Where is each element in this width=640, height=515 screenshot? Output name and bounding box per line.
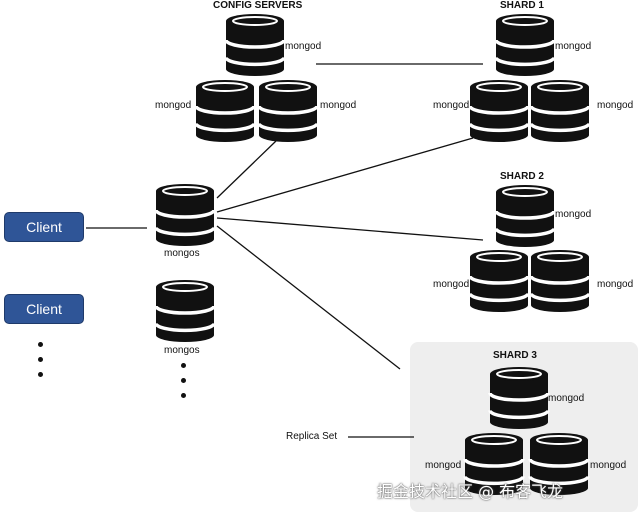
shard-3-title: SHARD 3 <box>493 350 537 361</box>
shard2-db-right <box>529 250 591 312</box>
mongos-db-2 <box>154 280 216 342</box>
config-server-db-left <box>194 80 256 142</box>
mongos-more-dot-2 <box>181 378 186 383</box>
shard3-db-top <box>488 367 550 429</box>
shard3-mongod-label-right: mongod <box>590 460 627 471</box>
shard1-mongod-label-left: mongod <box>433 100 470 111</box>
shard3-mongod-label-top: mongod <box>548 393 585 404</box>
mongos-db-1 <box>154 184 216 246</box>
shard1-db-left <box>468 80 530 142</box>
client-box-2: Client <box>4 294 84 324</box>
shard3-mongod-label-left: mongod <box>425 460 462 471</box>
shard2-db-left <box>468 250 530 312</box>
client-box-1: Client <box>4 212 84 242</box>
line-mongos-to-shard3 <box>216 225 401 370</box>
mongos-label-1: mongos <box>164 248 200 259</box>
replica-set-label: Replica Set <box>286 431 338 442</box>
shard3-db-left <box>463 433 525 495</box>
shard1-db-right <box>529 80 591 142</box>
line-mongos-to-shard2 <box>216 217 484 241</box>
mongos-label-2: mongos <box>164 345 200 356</box>
config-mongod-label-right: mongod <box>320 100 357 111</box>
client-more-dot-1 <box>38 342 43 347</box>
mongos-more-dot-3 <box>181 393 186 398</box>
client-more-dot-2 <box>38 357 43 362</box>
shard2-db-top <box>494 185 556 247</box>
watermark: 掘金技术社区 @ 布客飞龙 <box>377 482 564 501</box>
shard2-mongod-label-left: mongod <box>433 279 470 290</box>
shard3-db-right <box>528 433 590 495</box>
shard2-mongod-label-right: mongod <box>597 279 634 290</box>
config-mongod-label-left: mongod <box>155 100 192 111</box>
client-more-dot-3 <box>38 372 43 377</box>
line-mongos-to-shard1 <box>216 137 474 213</box>
shard1-mongod-label-top: mongod <box>555 41 592 52</box>
shard2-mongod-label-top: mongod <box>555 209 592 220</box>
config-server-db-right <box>257 80 319 142</box>
shard-2-title: SHARD 2 <box>500 171 544 182</box>
config-server-db-top <box>224 14 286 76</box>
config-servers-title: CONFIG SERVERS <box>213 0 303 11</box>
shard1-db-top <box>494 14 556 76</box>
shard-1-title: SHARD 1 <box>500 0 544 11</box>
line-mongos-to-config <box>216 140 277 199</box>
config-mongod-label-top: mongod <box>285 41 322 52</box>
mongos-more-dot-1 <box>181 363 186 368</box>
shard1-mongod-label-right: mongod <box>597 100 634 111</box>
